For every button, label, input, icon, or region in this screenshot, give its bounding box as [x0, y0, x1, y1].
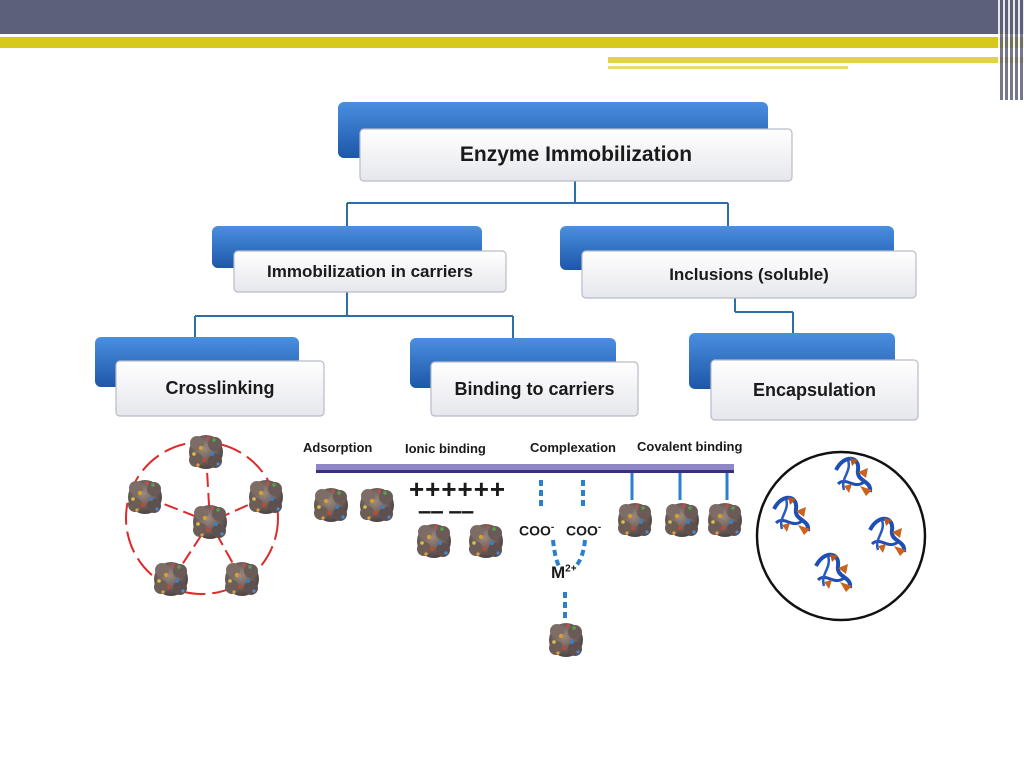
positive-charges: ++++++	[409, 474, 507, 504]
encapsulation-illustration	[755, 450, 927, 622]
level2-label-crosslinking: Crosslinking	[165, 378, 275, 398]
enzyme-icon	[128, 480, 162, 514]
carboxylate-label-right: COO-	[566, 522, 602, 539]
enzyme-icon	[360, 488, 394, 522]
enzyme-icon	[665, 503, 699, 537]
method-label-complexation: Complexation	[530, 440, 616, 455]
method-label-ionic: Ionic binding	[405, 441, 486, 456]
carrier-surface	[316, 464, 734, 473]
ionic-binding-illustration	[417, 524, 503, 558]
node-inclusions	[560, 226, 917, 299]
complexation-illustration	[539, 480, 587, 657]
node-binding-to-carriers	[410, 338, 639, 417]
method-label-covalent: Covalent binding	[637, 439, 743, 454]
enzyme-icon	[417, 524, 451, 558]
enzyme-icon	[314, 488, 348, 522]
node-crosslinking	[95, 337, 325, 417]
node-encapsulation	[689, 333, 919, 421]
accent-stripe-thin	[608, 66, 848, 69]
level2-label-encapsulation: Encapsulation	[752, 379, 877, 400]
metal-ion-label: M2+	[551, 563, 577, 582]
enzyme-icon	[154, 562, 188, 596]
enzyme-icon	[193, 505, 227, 539]
enzyme-icon	[549, 623, 583, 657]
root-node	[338, 102, 793, 182]
level2-label-binding: Binding to carriers	[454, 378, 615, 399]
root-label: Enzyme Immobilization	[459, 143, 693, 166]
accent-stripe-short	[608, 57, 1024, 63]
enzyme-icon	[249, 480, 283, 514]
carboxylate-label-left: COO-	[519, 522, 555, 539]
enzyme-icon	[618, 503, 652, 537]
node-immobilization-in-carriers	[212, 226, 507, 293]
negative-charges: –– ––	[418, 498, 474, 525]
enzyme-icon	[189, 435, 223, 469]
method-label-adsorption: Adsorption	[303, 440, 373, 455]
top-banner	[0, 0, 1024, 34]
adsorption-illustration	[314, 488, 394, 522]
level1-label-carriers: Immobilization in carriers	[267, 261, 473, 281]
enzyme-icon	[469, 524, 503, 558]
level1-label-inclusions: Inclusions (soluble)	[669, 264, 829, 284]
accent-stripe	[0, 37, 1024, 48]
corner-stripes	[998, 0, 1024, 100]
tree-connectors	[194, 180, 794, 338]
enzyme-icon	[225, 562, 259, 596]
covalent-binding-illustration	[618, 473, 742, 537]
enzyme-icon	[708, 503, 742, 537]
crosslinking-illustration	[125, 435, 283, 596]
